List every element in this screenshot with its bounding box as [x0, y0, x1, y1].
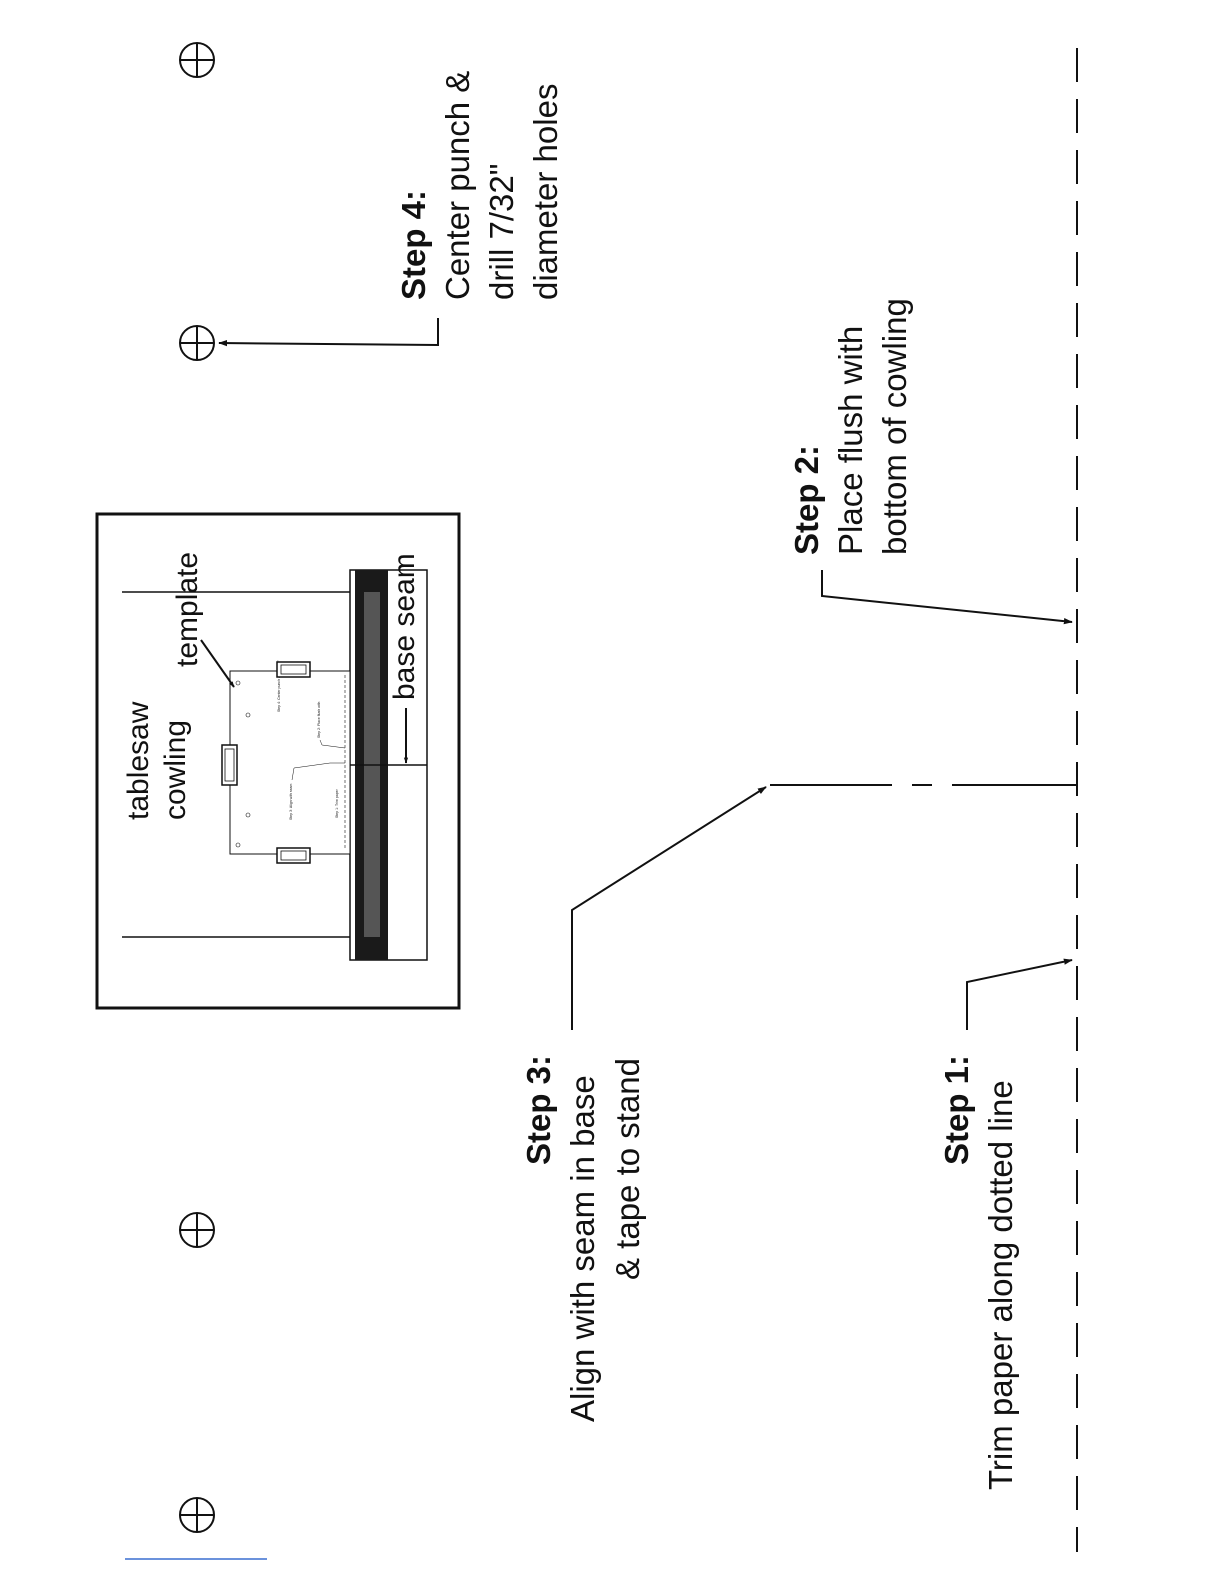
drill-hole-lower-icon — [179, 1212, 215, 1248]
tape-strip-bottom — [276, 847, 311, 864]
step1-label: Step 1: — [938, 1055, 975, 1165]
template-label: template — [171, 552, 204, 667]
step2-label: Step 2: Place flush with bottom of cowli… — [788, 298, 913, 555]
tape-strip-side — [221, 744, 238, 786]
step3-label: Step 3: — [520, 1055, 557, 1165]
step3-body: Align with seam in base & tape to stand — [564, 1058, 646, 1422]
drill-hole-upper-icon — [179, 325, 215, 361]
inset-illustration: Step 4: Center punch & drill 7/32" Step … — [95, 512, 461, 1010]
mini-template: Step 4: Center punch & drill 7/32" Step … — [229, 659, 351, 855]
step1-leader-arrow — [966, 958, 1073, 1030]
template-pointer-arrow — [200, 639, 235, 688]
base-seam-label: base seam — [388, 553, 421, 700]
tape-strip-top — [276, 661, 311, 678]
step2-leader-arrow — [821, 570, 1073, 625]
svg-text:Step 2: Place flush with: Step 2: Place flush with — [317, 702, 321, 738]
step3-leader-arrow — [571, 786, 767, 1030]
svg-text:Step 4: Center punch & drill 7: Step 4: Center punch & drill 7/32" — [277, 659, 281, 712]
svg-text:Step 3: Align with seam: Step 3: Align with seam — [289, 784, 293, 820]
step4-label: Step 4: Center punch & drill 7/32" diame… — [395, 66, 564, 300]
drill-hole-top-icon — [179, 42, 215, 78]
step4-leader-arrow — [218, 318, 439, 347]
step1-body: Trim paper along dotted line — [982, 1080, 1019, 1490]
drill-hole-bottom-icon — [179, 1497, 215, 1533]
cowling-label: tablesaw cowling — [122, 697, 192, 820]
svg-text:Step 1: Trim paper: Step 1: Trim paper — [335, 788, 339, 818]
